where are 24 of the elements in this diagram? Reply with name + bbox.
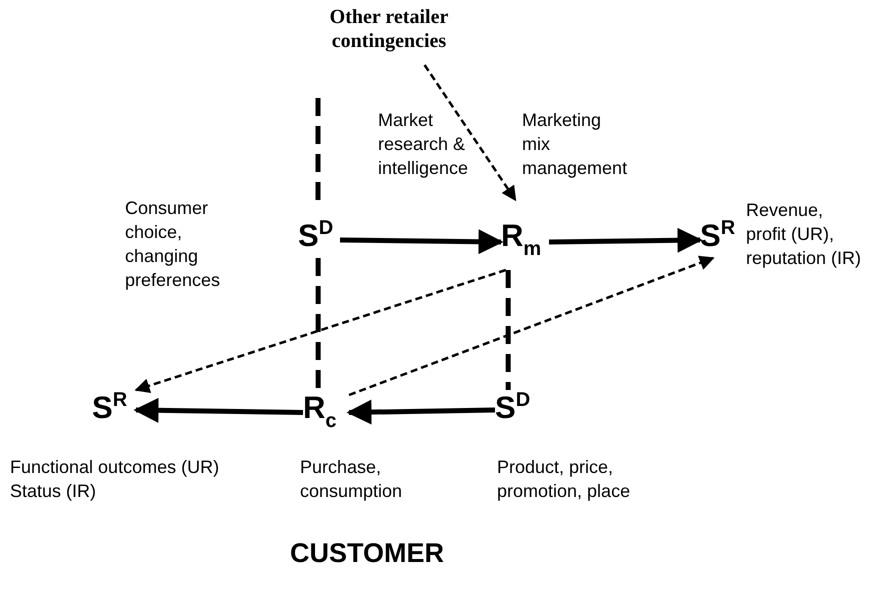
annotation-text: Consumer choice, changing preferences: [125, 197, 222, 292]
annotation-text: Functional outcomes (UR) Status (IR): [10, 456, 220, 503]
arrow: [424, 64, 516, 202]
variable-symbol: S$^{D}$: [298, 218, 334, 251]
variable-symbol: R$_{c}$: [303, 392, 337, 431]
variable-symbol: S$^{D}$: [495, 390, 530, 423]
heading-text: Other retailer contingencies: [328, 5, 450, 53]
annotation-text: Product, price, promotion, place: [497, 456, 632, 503]
arrow: [548, 228, 702, 253]
variable-symbol: R$_{m}$: [501, 220, 542, 259]
connector-line: [506, 270, 511, 390]
variable-symbol: S$^{R}$: [92, 390, 128, 423]
arrow: [134, 268, 506, 393]
arrow: [340, 229, 504, 254]
caption-text: CUSTOMER: [290, 538, 444, 569]
annotation-text: Market research & intelligence: [378, 109, 470, 180]
variable-symbol: S$^{R}$: [700, 218, 736, 251]
connector-line: [316, 258, 321, 390]
annotation-text: Marketing mix management: [522, 109, 627, 180]
arrow: [134, 398, 304, 423]
arrow: [348, 256, 715, 396]
arrow: [346, 400, 496, 425]
annotation-text: Purchase, consumption: [300, 456, 404, 503]
annotation-text: Revenue, profit (UR), reputation (IR): [746, 199, 862, 270]
